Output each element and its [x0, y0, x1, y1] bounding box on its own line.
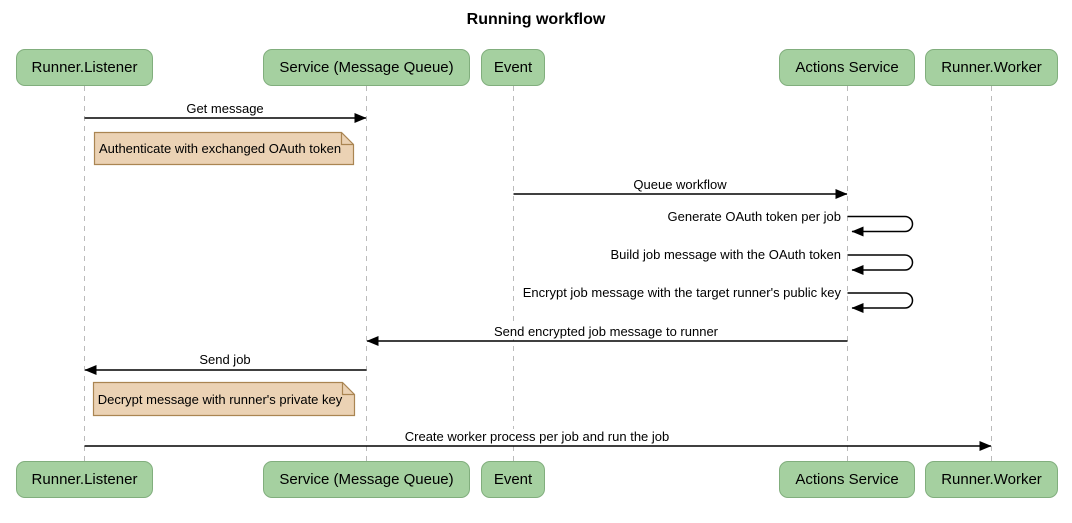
participant-top-actions-service: Actions Service [779, 49, 915, 86]
participant-bottom-event: Event [481, 461, 545, 498]
message-label-send-encrypted-job-message: Send encrypted job message to runner [491, 324, 721, 339]
message-label-queue-workflow: Queue workflow [631, 177, 729, 192]
note-shape-authenticate [93, 131, 355, 166]
note-authenticate-oauth: Authenticate with exchanged OAuth token [98, 141, 342, 156]
participant-label: Runner.Listener [31, 59, 138, 76]
participant-label: Event [493, 59, 533, 76]
message-label-encrypt-job-message: Encrypt job message with the target runn… [520, 285, 843, 300]
participant-bottom-runner-listener: Runner.Listener [16, 461, 153, 498]
note-decrypt-message: Decrypt message with runner's private ke… [97, 391, 343, 407]
participant-bottom-service-message-queue: Service (Message Queue) [263, 461, 470, 498]
participant-label: Runner.Listener [31, 471, 138, 488]
message-label-get-message: Get message [184, 101, 266, 116]
participant-label: Service (Message Queue) [279, 471, 454, 488]
message-label-build-job-message: Build job message with the OAuth token [608, 247, 843, 262]
participant-top-event: Event [481, 49, 545, 86]
note-shapes [92, 131, 356, 417]
self-loop-encrypt-job-message [847, 292, 914, 313]
message-label-create-worker-process: Create worker process per job and run th… [402, 429, 672, 444]
note-shape-decrypt [92, 381, 356, 417]
note-fold-decrypt [341, 382, 355, 396]
self-loop-generate-oauth-token [847, 215, 914, 237]
participant-label: Runner.Worker [941, 471, 1042, 488]
message-label-send-job: Send job [197, 352, 253, 367]
participant-top-runner-worker: Runner.Worker [925, 49, 1058, 86]
note-fold-authenticate [340, 132, 354, 146]
participant-label: Service (Message Queue) [279, 59, 454, 76]
participant-bottom-runner-worker: Runner.Worker [925, 461, 1058, 498]
participant-top-runner-listener: Runner.Listener [16, 49, 153, 86]
self-loop-build-job-message [847, 254, 914, 275]
lifelines [84, 86, 992, 461]
message-label-generate-oauth-token: Generate OAuth token per job [665, 209, 843, 224]
participant-bottom-actions-service: Actions Service [779, 461, 915, 498]
message-arrows [84, 113, 992, 451]
diagram-title: Running workflow [466, 11, 606, 28]
participant-label: Actions Service [795, 59, 899, 76]
participant-label: Runner.Worker [941, 59, 1042, 76]
participant-label: Event [493, 471, 533, 488]
participant-label: Actions Service [795, 471, 899, 488]
participant-top-service-message-queue: Service (Message Queue) [263, 49, 470, 86]
